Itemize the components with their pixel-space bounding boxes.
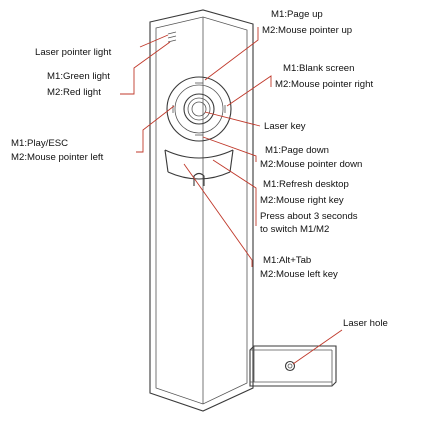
laser-hole-label: Laser hole (343, 318, 388, 329)
laser-hole-aperture (284, 360, 296, 372)
blank-screen-label: M1:Blank screen (283, 63, 354, 74)
navigation-ring (166, 76, 232, 142)
page-up-label: M1:Page up (271, 9, 323, 20)
page-down-label: M1:Page down (265, 145, 329, 156)
press-hold-label: Press about 3 seconds (260, 211, 358, 222)
lower-keys (164, 149, 234, 186)
pointer-left-label: M2:Mouse pointer left (11, 152, 104, 163)
play-esc-label: M1:Play/ESC (11, 138, 68, 149)
laser-pointer-light-label: Laser pointer light (35, 47, 112, 58)
laser-key-label: Laser key (264, 121, 306, 132)
switch-mode-label: to switch M1/M2 (260, 224, 329, 235)
pointer-up-label: M2:Mouse pointer up (262, 25, 352, 36)
remote-body (149, 9, 254, 412)
leader-lines (120, 27, 343, 365)
red-light-label: M2:Red light (47, 87, 101, 98)
laser-key-button (183, 93, 215, 125)
left-key-label: M2:Mouse left key (260, 269, 338, 280)
alt-tab-label: M1:Alt+Tab (263, 255, 311, 266)
right-key-label: M2:Mouse right key (260, 195, 344, 206)
laser-head (249, 345, 337, 387)
green-light-label: M1:Green light (47, 71, 110, 82)
indicator-light (167, 31, 177, 43)
pointer-down-label: M2:Mouse pointer down (260, 159, 362, 170)
refresh-desktop-label: M1:Refresh desktop (263, 179, 349, 190)
pointer-right-label: M2:Mouse pointer right (275, 79, 373, 90)
